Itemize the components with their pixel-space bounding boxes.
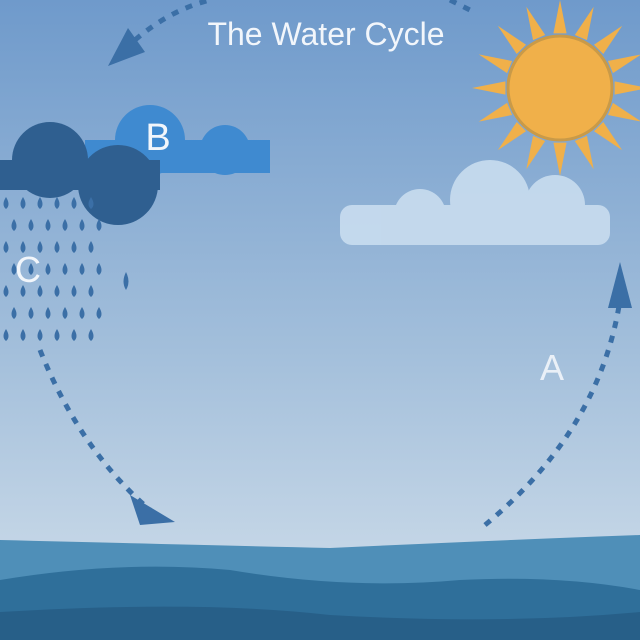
raindrop-icon — [20, 285, 26, 297]
raindrop-icon — [71, 241, 77, 253]
sun-ray — [478, 54, 513, 74]
raindrop-icon — [54, 329, 60, 341]
raindrop-icon — [37, 241, 43, 253]
raindrop-icon — [71, 329, 77, 341]
raindrop-icon — [96, 219, 102, 231]
raindrop-icon — [37, 197, 43, 209]
label-c: C — [15, 249, 41, 290]
raindrop-icon — [88, 241, 94, 253]
raindrop-icon — [45, 307, 51, 319]
sun-ray — [593, 121, 623, 151]
raindrop-icon — [79, 219, 85, 231]
sun-icon — [472, 0, 640, 176]
raindrop-icon — [11, 307, 17, 319]
sun-ray — [607, 102, 640, 122]
raindrop-icon — [20, 197, 26, 209]
arrow-icon — [108, 28, 145, 66]
raindrop-icon — [28, 219, 34, 231]
sun-ray — [497, 121, 527, 151]
raindrops — [3, 197, 129, 341]
raindrop-icon — [11, 219, 17, 231]
top-left-arrow-path — [133, 0, 211, 42]
raindrop-icon — [62, 307, 68, 319]
raindrop-icon — [79, 307, 85, 319]
raindrop-icon — [54, 285, 60, 297]
raindrop-icon — [123, 272, 129, 290]
raindrop-icon — [37, 285, 43, 297]
arrow-icon — [130, 495, 175, 525]
sun-disc — [506, 34, 614, 142]
raindrop-icon — [20, 241, 26, 253]
sun-ray — [497, 25, 527, 55]
raindrop-icon — [28, 263, 34, 275]
raindrop-icon — [54, 197, 60, 209]
arrow-icon — [608, 262, 632, 308]
top-right-arrow-path — [448, 0, 472, 13]
raindrop-icon — [11, 263, 17, 275]
raindrop-icon — [88, 285, 94, 297]
raindrop-icon — [3, 285, 9, 297]
raindrop-icon — [54, 241, 60, 253]
raindrop-icon — [88, 197, 94, 209]
diagram-title: The Water Cycle — [207, 16, 444, 52]
evaporation-arrow-path — [483, 299, 623, 527]
raindrop-icon — [45, 263, 51, 275]
sun-ray — [614, 81, 640, 95]
raindrop-icon — [88, 329, 94, 341]
label-b: B — [145, 117, 170, 159]
water-deep — [0, 606, 640, 640]
raindrop-icon — [96, 263, 102, 275]
raindrop-icon — [96, 307, 102, 319]
cloud-icon — [340, 160, 610, 245]
raindrop-icon — [62, 263, 68, 275]
sun-ray — [574, 135, 594, 170]
raindrop-icon — [3, 197, 9, 209]
sun-ray — [526, 6, 546, 41]
raindrop-icon — [37, 329, 43, 341]
raindrop-icon — [20, 329, 26, 341]
rain-cloud-icon — [0, 122, 160, 225]
sun-ray — [526, 135, 546, 170]
raindrop-icon — [28, 307, 34, 319]
sun-ray — [607, 54, 640, 74]
raindrop-icon — [3, 329, 9, 341]
sun-ray — [472, 81, 506, 95]
sun-ray — [553, 0, 567, 34]
sun-ray — [593, 25, 623, 55]
raindrop-icon — [71, 197, 77, 209]
label-a: A — [540, 347, 564, 388]
raindrop-icon — [62, 219, 68, 231]
raindrop-icon — [79, 263, 85, 275]
raindrop-icon — [3, 241, 9, 253]
raindrop-icon — [45, 219, 51, 231]
sun-ray — [553, 142, 567, 176]
sun-ray — [574, 6, 594, 41]
raindrop-icon — [71, 285, 77, 297]
sun-ray — [478, 102, 513, 122]
